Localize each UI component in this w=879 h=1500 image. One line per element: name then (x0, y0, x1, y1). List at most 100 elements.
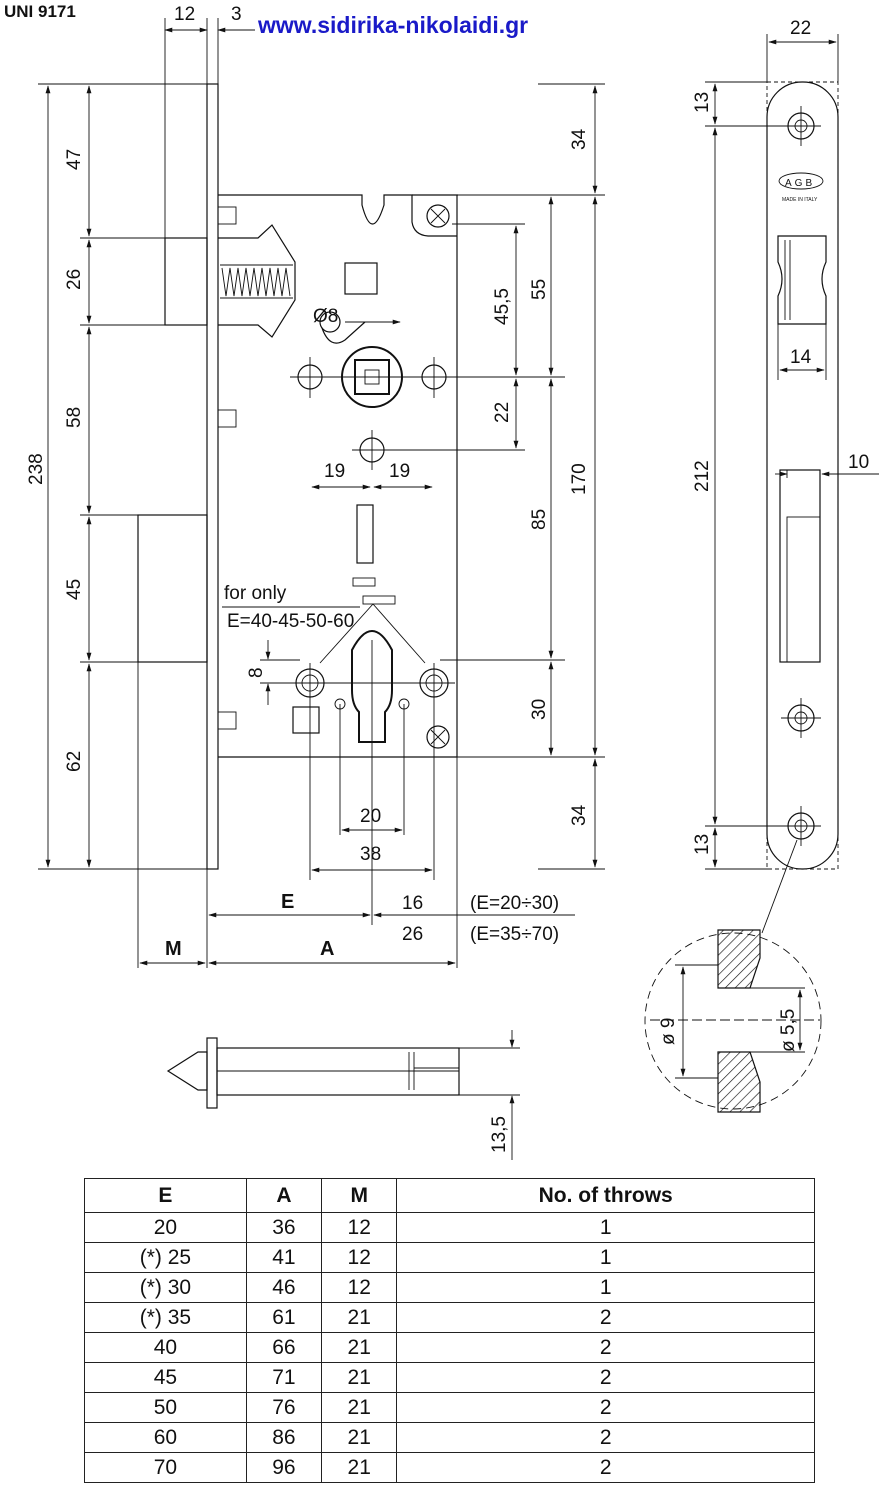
cell-throws: 2 (396, 1332, 815, 1363)
latch-bolt (164, 224, 296, 338)
dim-19-right: 19 (389, 461, 410, 482)
dim-47: 47 (64, 149, 85, 170)
cell-a: 86 (245, 1422, 323, 1453)
dim-dia-5-5: ø 5,5 (778, 1009, 799, 1052)
dim-34-top: 34 (569, 128, 590, 150)
logo-subtext: MADE IN ITALY (782, 197, 818, 203)
dim-hole-diameter: Ø8 (313, 306, 338, 327)
faceplate-screw-middle (781, 698, 821, 738)
cell-m: 21 (321, 1362, 398, 1393)
dim-85: 85 (529, 509, 550, 530)
dim-34-bottom: 34 (569, 804, 590, 826)
dim-45: 45 (64, 579, 85, 600)
dim-238: 238 (26, 453, 47, 485)
col-header-throws: No. of throws (396, 1178, 815, 1213)
cell-e: 20 (84, 1212, 247, 1243)
dim-side-212: 212 (692, 460, 713, 492)
fixing-holes (290, 311, 455, 470)
dim-side-14: 14 (790, 347, 812, 368)
faceplate-tabs (217, 206, 237, 730)
dim-45-5: 45,5 (492, 288, 513, 325)
cell-throws: 2 (396, 1422, 815, 1453)
dim-170: 170 (569, 463, 590, 495)
cell-e: 50 (84, 1392, 247, 1423)
dim-62: 62 (64, 751, 85, 772)
cell-a: 41 (245, 1242, 323, 1273)
dim-dia-9: ø 9 (658, 1018, 679, 1045)
dim-16: 16 (402, 893, 423, 914)
dim-side-13-bottom: 13 (692, 834, 713, 855)
guide-slot (356, 504, 374, 564)
dim-side-22: 22 (790, 18, 811, 39)
cell-m: 21 (321, 1422, 398, 1453)
cell-a: 76 (245, 1392, 323, 1423)
dim-38: 38 (360, 844, 381, 865)
dim-19-left: 19 (324, 461, 345, 482)
dim-e: E (281, 891, 294, 913)
website-link[interactable]: www.sidirika-nikolaidi.gr (258, 12, 529, 38)
cell-m: 21 (321, 1332, 398, 1363)
dim-m: M (165, 938, 182, 960)
cell-throws: 2 (396, 1302, 815, 1333)
cell-m: 12 (321, 1272, 398, 1303)
cell-e: 60 (84, 1422, 247, 1453)
faceplate (206, 83, 219, 870)
dim-22: 22 (492, 402, 513, 423)
cell-a: 71 (245, 1362, 323, 1393)
cell-m: 21 (321, 1392, 398, 1423)
cell-throws: 2 (396, 1362, 815, 1393)
cell-a: 96 (245, 1452, 323, 1483)
dim-8: 8 (246, 667, 267, 678)
stop-slot (344, 262, 378, 295)
dim-30: 30 (529, 699, 550, 720)
note-e-values: E=40-45-50-60 (227, 611, 354, 632)
cell-throws: 1 (396, 1212, 815, 1243)
agb-logo: AGB MADE IN ITALY (778, 172, 824, 203)
cell-m: 12 (321, 1242, 398, 1273)
cell-a: 66 (245, 1332, 323, 1363)
dim-side-13-top: 13 (692, 92, 713, 113)
side-view: AGB MADE IN ITALY 22 13 212 13 14 10 (692, 18, 879, 870)
cell-e: 70 (84, 1452, 247, 1483)
col-header-m: M (321, 1178, 398, 1213)
cell-a: 61 (245, 1302, 323, 1333)
logo-text: AGB (785, 178, 815, 189)
dim-13-5: 13,5 (489, 1116, 510, 1153)
cell-e: (*) 30 (84, 1272, 247, 1303)
bolt-window (779, 469, 821, 663)
cell-e: 40 (84, 1332, 247, 1363)
technical-drawing: for only E=40-45-50-60 12 3 238 47 26 58… (26, 4, 879, 1160)
cell-e: 45 (84, 1362, 247, 1393)
dim-12: 12 (174, 4, 195, 25)
dim-55: 55 (529, 279, 550, 300)
dim-58: 58 (64, 407, 85, 428)
col-header-e: E (84, 1178, 247, 1213)
dim-side-10: 10 (848, 452, 869, 473)
table-header-row: E A M No. of throws (84, 1178, 815, 1213)
dim-a: A (320, 938, 334, 960)
cell-throws: 1 (396, 1272, 815, 1303)
cylinder-profile (290, 603, 455, 880)
drawing-title: UNI 9171 (4, 2, 76, 21)
dim-26: 26 (64, 269, 85, 290)
cell-m: 21 (321, 1452, 398, 1483)
cell-throws: 2 (396, 1392, 815, 1423)
dim-3: 3 (231, 4, 242, 25)
cell-m: 12 (321, 1212, 398, 1243)
note-e-20-30: (E=20÷30) (470, 893, 559, 914)
cell-e: (*) 35 (84, 1302, 247, 1333)
body-screw-bottom (426, 725, 450, 749)
cell-e: (*) 25 (84, 1242, 247, 1273)
dead-bolt (137, 514, 208, 663)
dim-20: 20 (360, 806, 381, 827)
cell-a: 36 (245, 1212, 323, 1243)
latch-bolt-detail: 13,5 (166, 1030, 520, 1160)
